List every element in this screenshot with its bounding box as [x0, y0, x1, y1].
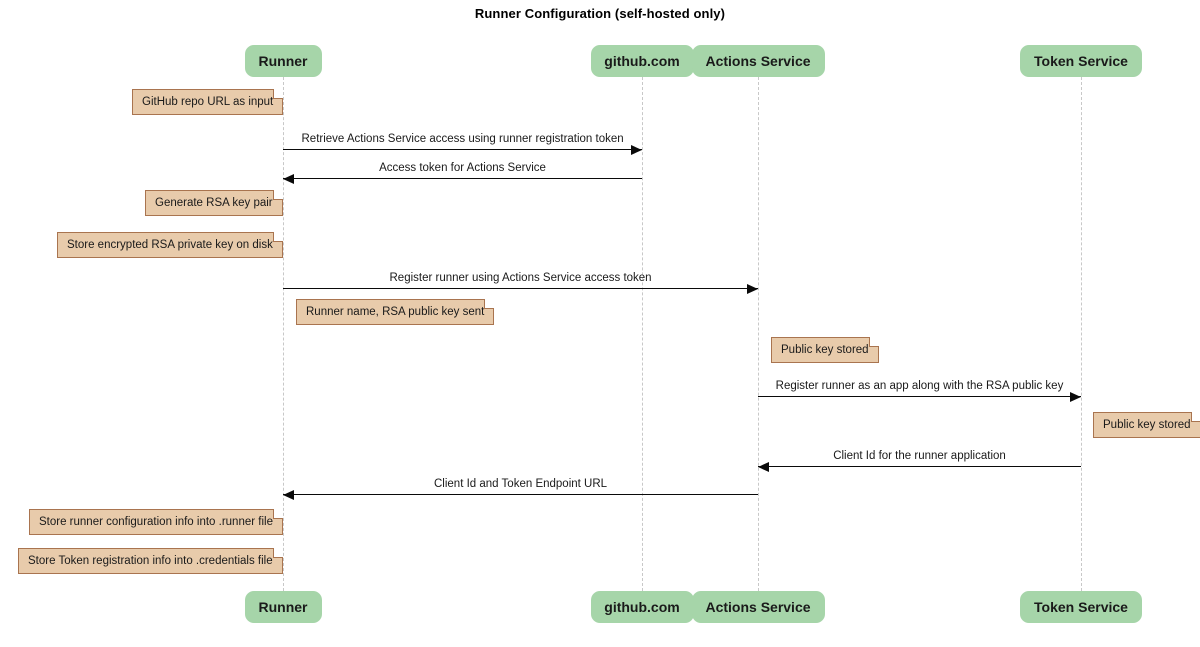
arrow-head-m4 [1070, 391, 1081, 402]
lifeline-github [642, 77, 643, 591]
participant-github-top[interactable]: github.com [590, 45, 694, 77]
arrow-head-m2 [283, 173, 294, 184]
note-fold-corner-icon [273, 548, 283, 558]
message-line-m3 [283, 288, 758, 289]
note-fold-corner-icon [273, 509, 283, 519]
note-fold-corner-icon [273, 232, 283, 242]
message-label-m3: Register runner using Actions Service ac… [389, 272, 652, 284]
note-fold-corner-icon [273, 89, 283, 99]
note-fold-corner-icon [869, 337, 879, 347]
note-n8: Store Token registration info into .cred… [18, 548, 283, 574]
page-title: Runner Configuration (self-hosted only) [474, 6, 726, 21]
participant-actions-bottom[interactable]: Actions Service [691, 591, 825, 623]
note-n2: Generate RSA key pair [145, 190, 283, 216]
note-n4: Runner name, RSA public key sent [296, 299, 494, 325]
participant-github-bottom[interactable]: github.com [590, 591, 694, 623]
arrow-head-m1 [631, 144, 642, 155]
lifeline-token [1081, 77, 1082, 591]
lifeline-actions [758, 77, 759, 591]
note-n6: Public key stored [1093, 412, 1200, 438]
participant-token-top[interactable]: Token Service [1020, 45, 1142, 77]
arrow-head-m6 [283, 489, 294, 500]
note-fold-corner-icon [484, 299, 494, 309]
message-line-m2 [283, 178, 642, 179]
note-n3: Store encrypted RSA private key on disk [57, 232, 283, 258]
lifeline-runner [283, 77, 284, 591]
message-label-m1: Retrieve Actions Service access using ru… [301, 133, 624, 145]
participant-runner-bottom[interactable]: Runner [244, 591, 322, 623]
message-label-m5: Client Id for the runner application [833, 450, 1006, 462]
message-line-m4 [758, 396, 1081, 397]
arrow-head-m5 [758, 461, 769, 472]
participant-runner-top[interactable]: Runner [244, 45, 322, 77]
participant-actions-top[interactable]: Actions Service [691, 45, 825, 77]
message-line-m5 [758, 466, 1081, 467]
participant-token-bottom[interactable]: Token Service [1020, 591, 1142, 623]
message-line-m1 [283, 149, 642, 150]
note-n7: Store runner configuration info into .ru… [29, 509, 283, 535]
message-label-m2: Access token for Actions Service [379, 162, 546, 174]
note-n5: Public key stored [771, 337, 879, 363]
arrow-head-m3 [747, 283, 758, 294]
note-fold-corner-icon [273, 190, 283, 200]
note-fold-corner-icon [1191, 412, 1200, 422]
message-label-m4: Register runner as an app along with the… [775, 380, 1064, 392]
message-label-m6: Client Id and Token Endpoint URL [434, 478, 608, 490]
note-n1: GitHub repo URL as input [132, 89, 283, 115]
message-line-m6 [283, 494, 758, 495]
